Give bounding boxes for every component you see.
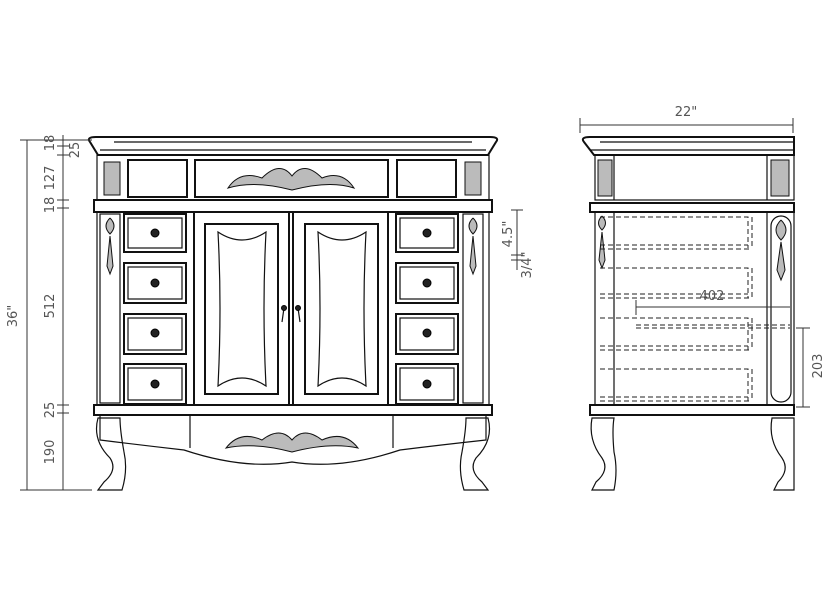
knob-icon (150, 278, 160, 288)
knob-icon (422, 379, 432, 389)
knob-icon (422, 328, 432, 338)
dim-label: 512 (43, 294, 58, 319)
dim-rail: 3/4" (520, 252, 535, 279)
side-leg-front (590, 417, 617, 491)
knob-icon (150, 328, 160, 338)
drawer[interactable] (395, 262, 459, 304)
applique (598, 215, 606, 270)
side-dimensions: 22" 4.5" 3/4" 402 203 (501, 105, 824, 408)
side-countertop (581, 136, 795, 156)
drawers-left (123, 213, 187, 405)
carved-block-left (103, 161, 121, 196)
carved-block (770, 159, 790, 197)
dim-label: 127 (43, 166, 58, 191)
countertop (87, 136, 499, 156)
knob-icon (422, 228, 432, 238)
front-view (87, 136, 499, 491)
hidden-drawers (600, 216, 790, 402)
dim-overall-height: 36" (6, 305, 21, 328)
carved-block-right (464, 161, 482, 196)
base-rail (93, 404, 493, 416)
dim-label: 25 (43, 402, 58, 419)
carved-block (597, 159, 613, 197)
apron (99, 414, 487, 465)
applique-right (468, 217, 478, 276)
frieze-panel-left (127, 159, 188, 198)
dim-drawer-height: 4.5" (501, 221, 516, 248)
drawer[interactable] (395, 313, 459, 355)
drawer[interactable] (395, 213, 459, 253)
leg-left (95, 417, 127, 491)
applique (775, 219, 787, 282)
dim-clearance: 203 (811, 354, 824, 379)
dim-label: 18 (43, 197, 58, 214)
doors (193, 211, 389, 406)
dim-depth: 22" (675, 105, 698, 120)
door-left[interactable] (193, 211, 290, 406)
front-dimensions: 36" 18 25 127 18 512 25 190 (6, 135, 92, 491)
side-view (581, 136, 795, 491)
dim-label: 18 (43, 135, 58, 152)
mid-rail (93, 199, 493, 213)
knob-icon (150, 228, 160, 238)
carved-ornament-apron (224, 432, 360, 453)
side-leg-back (770, 417, 795, 491)
pilaster-left (99, 213, 121, 404)
frieze-panel-center (194, 159, 389, 198)
dim-label: 190 (43, 440, 58, 465)
door-right[interactable] (292, 211, 389, 406)
frieze-panel-right (396, 159, 457, 198)
drawer[interactable] (123, 213, 187, 253)
leg-right (459, 417, 491, 491)
dim-drawer-depth: 402 (700, 289, 725, 304)
applique-left (105, 217, 115, 276)
carved-ornament-top (226, 168, 356, 191)
knob-icon (422, 278, 432, 288)
drawers-right (395, 213, 459, 405)
drawer[interactable] (123, 262, 187, 304)
pilaster-right (462, 213, 484, 404)
drawer[interactable] (123, 313, 187, 355)
dim-label: 25 (68, 142, 83, 159)
knob-icon (150, 379, 160, 389)
